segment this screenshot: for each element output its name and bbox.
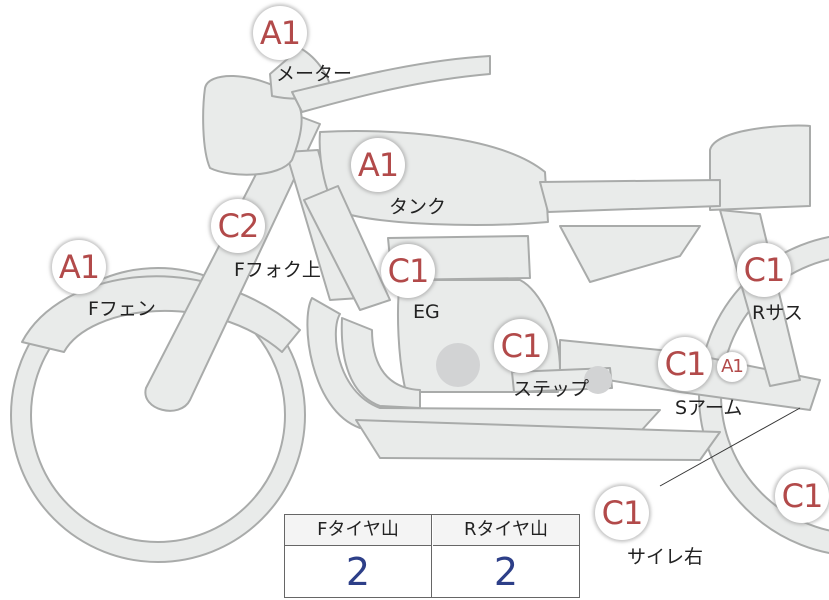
r-suspension-label: Rサス [752,302,803,324]
f-fender-label: Fフェン [88,298,156,320]
step-label: ステップ [513,378,590,400]
f-fender-grade-badge: A1 [52,240,106,294]
seat [709,124,811,211]
s-arm-label: Sアーム [675,397,743,419]
f-tire-tread-header: Fタイヤ山 [285,515,432,546]
exhaust-pipe-lower [340,317,421,409]
tank-label: タンク [389,196,447,218]
f-fork-upper-label: Fフォク上 [234,259,321,281]
silencer-right-label: サイレ右 [627,546,704,568]
silencer-leader-line [659,407,801,487]
tire-tread-table: Fタイヤ山 Rタイヤ山 2 2 [284,514,580,598]
inspection-diagram: A1 A1 C2 A1 C1 C1 C1 A1 C1 C1 C1 メーター タン… [10,6,829,598]
silencer-right-grade-badge: C1 [595,486,649,540]
exhaust-pipe-upper [306,297,661,433]
step-grade-badge: C1 [494,319,548,373]
r-tire-tread-value: 2 [493,550,519,594]
tank-grade-badge: A1 [351,138,405,192]
meter-label: メーター [276,63,353,85]
meter-grade-badge: A1 [253,6,307,60]
headlight [202,74,303,176]
engine-grade-badge: C1 [381,244,435,298]
f-fork-upper-grade-badge: C2 [211,199,265,253]
f-tire-tread-value: 2 [285,546,432,598]
s-arm-sub-grade-badge: A1 [717,352,747,382]
r-tire-tread-header: Rタイヤ山 [433,515,579,546]
r-suspension-grade-badge: C1 [737,243,791,297]
s-arm-grade-badge: C1 [658,337,712,391]
front-fork [144,111,321,412]
side-cover [559,225,701,283]
handlebar [291,55,491,113]
rear-suspension [719,209,801,387]
rear-partial-grade-badge: C1 [775,469,829,523]
engine-label: EG [413,301,440,323]
